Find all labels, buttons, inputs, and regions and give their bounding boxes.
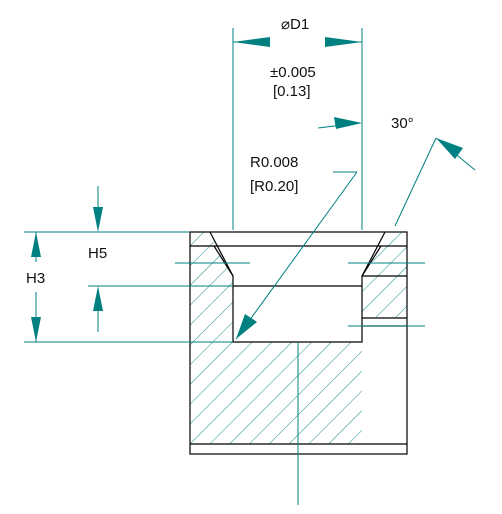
wall-pointer-arrow [334, 117, 362, 129]
radius-arrow [236, 314, 257, 339]
dimension-lines [24, 28, 476, 343]
hatch-left-wall [190, 232, 362, 444]
hatch-right-wall [362, 232, 407, 318]
h5-arrow-bottom [93, 286, 103, 311]
angle-leader [394, 137, 437, 227]
h3-label: H3 [26, 270, 45, 287]
chamfer-inner-line-right [361, 245, 382, 277]
radius-leader [235, 171, 358, 340]
d1-arrow-right [325, 37, 362, 47]
radius-inch-label: R0.008 [250, 154, 298, 171]
diameter-label: ⌀D1 [281, 16, 309, 33]
chamfer-inner-line [213, 245, 234, 277]
tolerance-inch-label: ±0.005 [270, 64, 316, 81]
angle-label: 30° [391, 115, 414, 132]
centerlines [175, 262, 425, 505]
tolerance-mm-label: [0.13] [273, 83, 311, 100]
h5-arrow-top [93, 207, 103, 232]
h3-arrow-bottom [31, 317, 41, 342]
h3-arrow-top [31, 232, 41, 257]
h5-label: H5 [88, 245, 107, 262]
d1-arrow-left [233, 37, 270, 47]
annotations: ⌀D1 ±0.005 [0.13] 30° R0.008 [R0.20] H5 … [26, 16, 414, 287]
radius-mm-label: [R0.20] [250, 178, 298, 195]
angle-arrow [436, 138, 463, 159]
